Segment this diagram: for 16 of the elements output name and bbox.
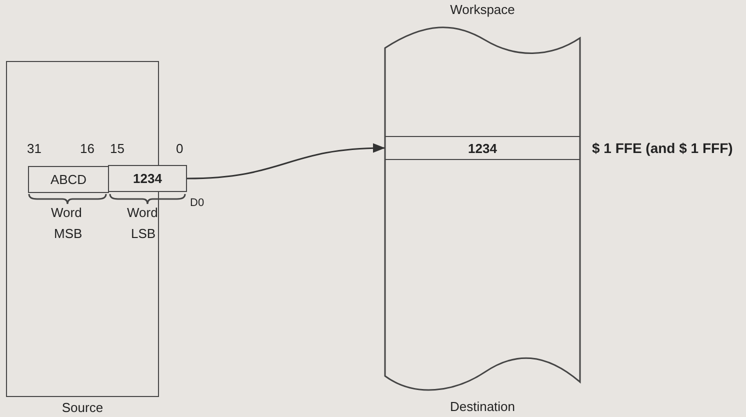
bit-number: 0 [176,141,184,156]
field-label: LSB [131,226,156,241]
column-heading: Workspace [449,2,516,17]
bit-number: 31 [27,141,42,156]
register-cell: 1234 [108,165,187,192]
field-label: MSB [54,226,82,241]
register-cell: ABCD [28,166,109,193]
register-name: D0 [190,197,204,209]
bit-number: 15 [110,141,124,156]
node-label: Destination [448,399,516,414]
field-label: Word [127,205,158,220]
field-label: Word [51,205,82,220]
arrow [186,144,386,180]
node-label: Source [60,400,104,415]
address-label: $ 1 FFE (and $ 1 FFF) [592,140,733,156]
bit-number: 16 [80,141,94,156]
